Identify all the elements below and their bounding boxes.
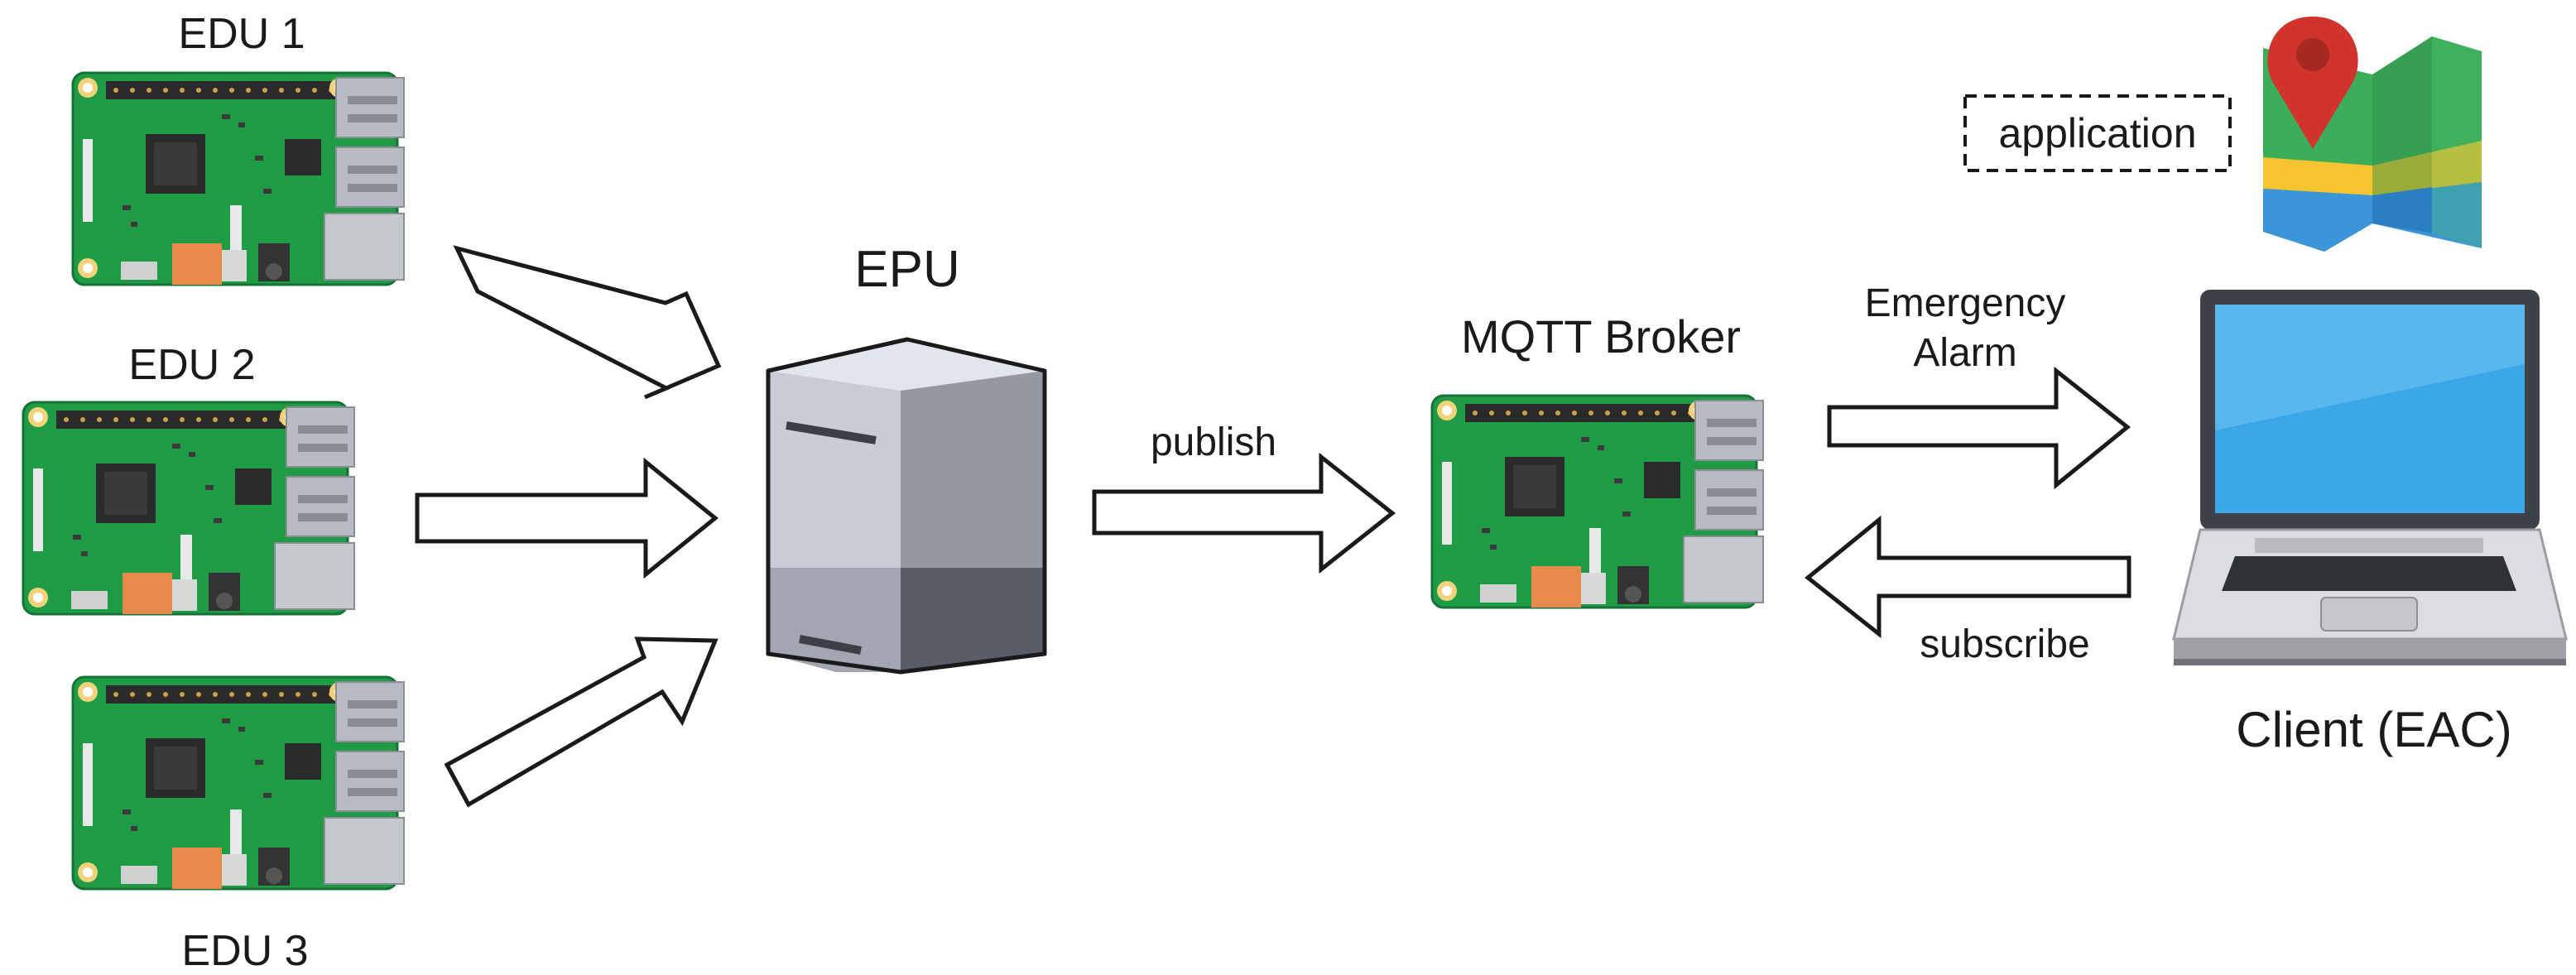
edu-2-label: EDU 2 [128,341,255,389]
emergency-alarm-arrow [1827,366,2131,490]
client-label: Client (EAC) [2236,702,2511,757]
edu-3-label: EDU 3 [181,927,308,975]
epu-label: EPU [854,241,959,298]
edu-1-label: EDU 1 [178,10,305,58]
map-pin-icon [2263,17,2482,252]
edu-3-to-epu-arrow [444,636,718,808]
alarm-label-line1: Emergency [1865,281,2066,325]
subscribe-arrow [1805,515,2131,639]
edu-2-to-epu-arrow [415,457,718,579]
epu-server-icon [766,337,1047,675]
edu-1-board [71,71,406,286]
subscribe-label: subscribe [1920,622,2089,666]
alarm-label-line2: Alarm [1913,331,2016,375]
publish-label: publish [1151,420,1276,464]
publish-arrow [1092,452,1396,574]
mqtt-broker-board [1430,394,1765,609]
application-label: application [1998,110,2196,156]
edu-3-board [71,675,406,891]
edu-1-to-epu-arrow [453,245,722,400]
mqtt-broker-label: MQTT Broker [1461,310,1741,363]
edu-2-board [22,401,356,616]
laptop-icon [2172,290,2568,665]
